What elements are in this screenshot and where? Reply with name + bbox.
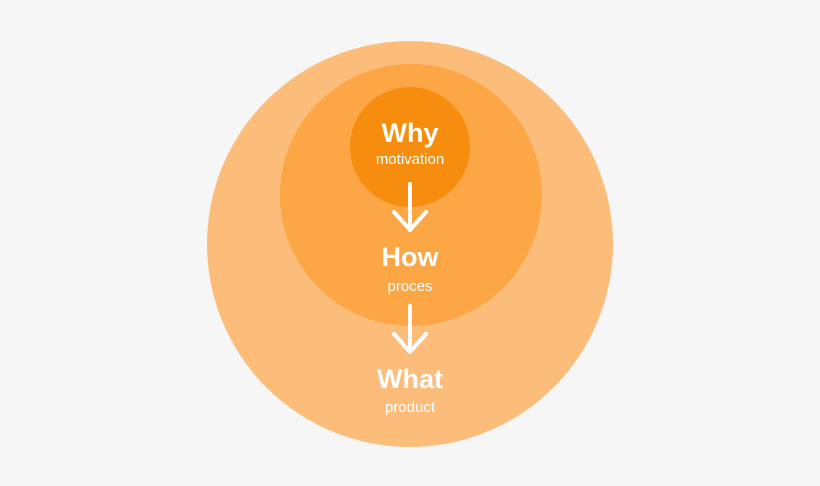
why-title: Why <box>381 118 439 148</box>
what-title: What <box>377 364 443 394</box>
how-title: How <box>381 242 439 272</box>
what-subtitle: product <box>384 399 436 416</box>
why-subtitle: motivation <box>375 151 445 168</box>
how-subtitle: proces <box>387 278 433 295</box>
arrow-down-icon <box>392 182 428 232</box>
arrow-down-icon <box>392 304 428 354</box>
